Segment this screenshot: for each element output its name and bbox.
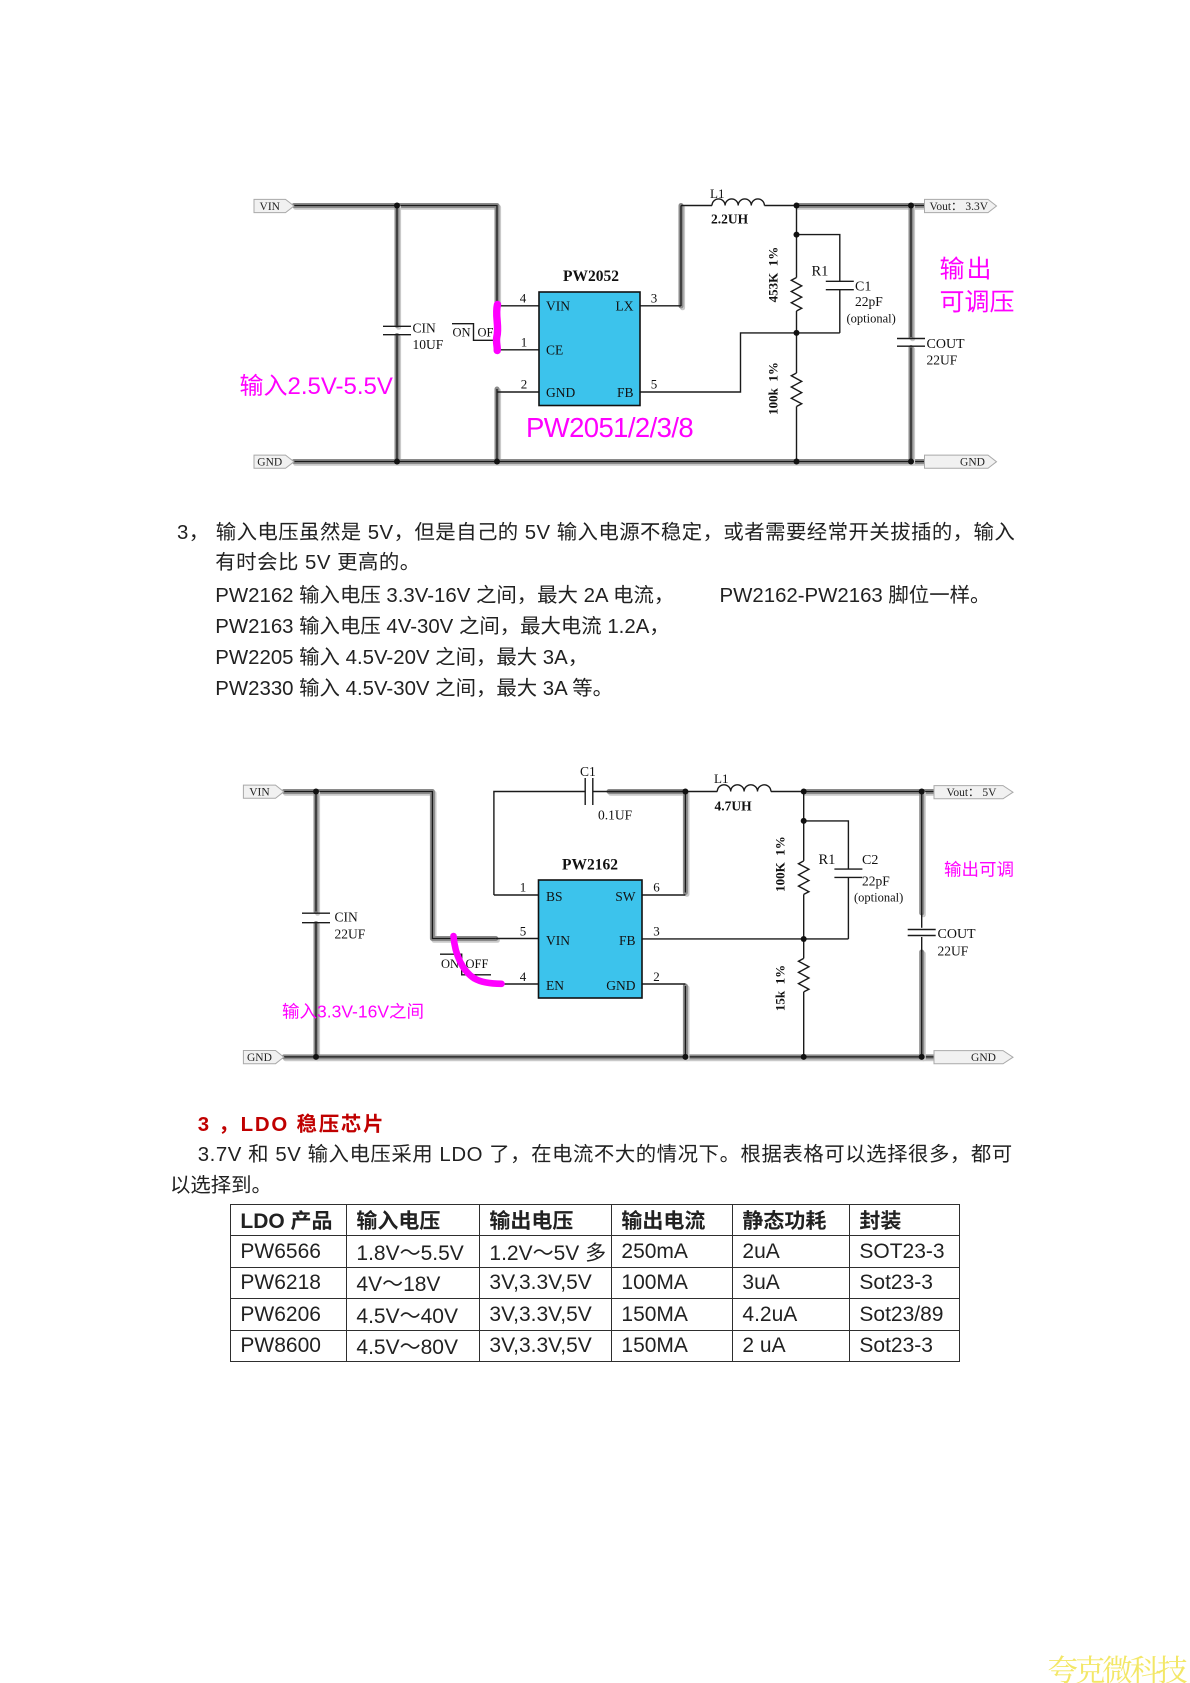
svg-text:100k 1%: 100k 1% <box>765 362 780 415</box>
svg-text:VIN: VIN <box>546 299 570 314</box>
svg-text:L1: L1 <box>714 771 728 786</box>
svg-text:GND: GND <box>257 457 282 469</box>
svg-text:PW2052: PW2052 <box>563 268 619 285</box>
svg-text:VIN: VIN <box>249 787 270 799</box>
svg-text:2: 2 <box>521 377 528 392</box>
svg-text:CIN: CIN <box>413 321 437 336</box>
svg-text:4: 4 <box>520 291 527 306</box>
svg-text:1: 1 <box>521 335 528 350</box>
svg-text:OFF: OFF <box>466 957 489 971</box>
svg-text:6: 6 <box>653 880 660 895</box>
svg-text:4: 4 <box>520 969 527 984</box>
svg-text:FB: FB <box>617 385 634 400</box>
svg-text:GND: GND <box>247 1052 272 1064</box>
svg-text:22UF: 22UF <box>927 353 958 368</box>
svg-text:LX: LX <box>616 299 634 314</box>
svg-text:4.7UH: 4.7UH <box>715 799 753 814</box>
svg-text:PW2051/2/3/8: PW2051/2/3/8 <box>526 412 693 443</box>
svg-text:输出可调: 输出可调 <box>944 860 1014 880</box>
svg-text:SW: SW <box>615 889 636 904</box>
svg-text:FB: FB <box>619 933 636 948</box>
svg-text:Vout： 3.3V: Vout： 3.3V <box>930 201 989 213</box>
svg-text:COUT: COUT <box>938 927 977 942</box>
svg-text:EN: EN <box>546 978 564 993</box>
svg-text:GND: GND <box>546 385 575 400</box>
svg-text:22pF: 22pF <box>855 294 883 309</box>
svg-text:15k 1%: 15k 1% <box>772 965 787 1011</box>
svg-text:GND: GND <box>971 1052 996 1064</box>
svg-text:R1: R1 <box>812 264 829 280</box>
svg-text:3: 3 <box>651 291 658 306</box>
svg-text:ON: ON <box>441 957 459 971</box>
svg-text:可调压: 可调压 <box>940 289 1015 317</box>
svg-text:2.2UH: 2.2UH <box>711 212 749 227</box>
svg-text:5: 5 <box>651 377 658 392</box>
svg-text:5: 5 <box>520 924 527 939</box>
svg-text:CIN: CIN <box>335 910 359 925</box>
svg-text:ON: ON <box>453 326 471 340</box>
svg-text:Vout： 5V: Vout： 5V <box>947 787 998 799</box>
svg-text:输入3.3V-16V之间: 输入3.3V-16V之间 <box>282 1002 424 1022</box>
svg-text:1: 1 <box>520 880 527 895</box>
svg-text:R1: R1 <box>819 852 836 868</box>
svg-text:输出: 输出 <box>940 256 994 284</box>
svg-text:3: 3 <box>653 924 660 939</box>
svg-text:22pF: 22pF <box>862 874 890 889</box>
svg-text:0.1UF: 0.1UF <box>598 808 633 823</box>
svg-text:VIN: VIN <box>546 933 570 948</box>
svg-text:GND: GND <box>960 457 985 469</box>
svg-text:C1: C1 <box>855 280 871 295</box>
svg-text:COUT: COUT <box>927 337 966 352</box>
svg-text:10UF: 10UF <box>413 337 444 352</box>
svg-text:22UF: 22UF <box>938 944 969 959</box>
svg-text:CE: CE <box>546 343 563 358</box>
svg-text:GND: GND <box>606 978 635 993</box>
svg-text:C1: C1 <box>580 764 596 779</box>
svg-text:PW2162: PW2162 <box>562 857 618 874</box>
svg-text:(optional): (optional) <box>847 312 896 326</box>
svg-text:453K 1%: 453K 1% <box>765 247 780 303</box>
svg-text:L1: L1 <box>710 186 724 201</box>
svg-text:2: 2 <box>653 969 660 984</box>
svg-text:C2: C2 <box>862 853 878 868</box>
svg-text:22UF: 22UF <box>335 927 366 942</box>
svg-text:BS: BS <box>546 889 563 904</box>
svg-text:100K 1%: 100K 1% <box>772 836 787 892</box>
svg-text:VIN: VIN <box>260 201 281 213</box>
svg-text:输入2.5V-5.5V: 输入2.5V-5.5V <box>240 373 393 400</box>
svg-text:(optional): (optional) <box>854 891 903 905</box>
